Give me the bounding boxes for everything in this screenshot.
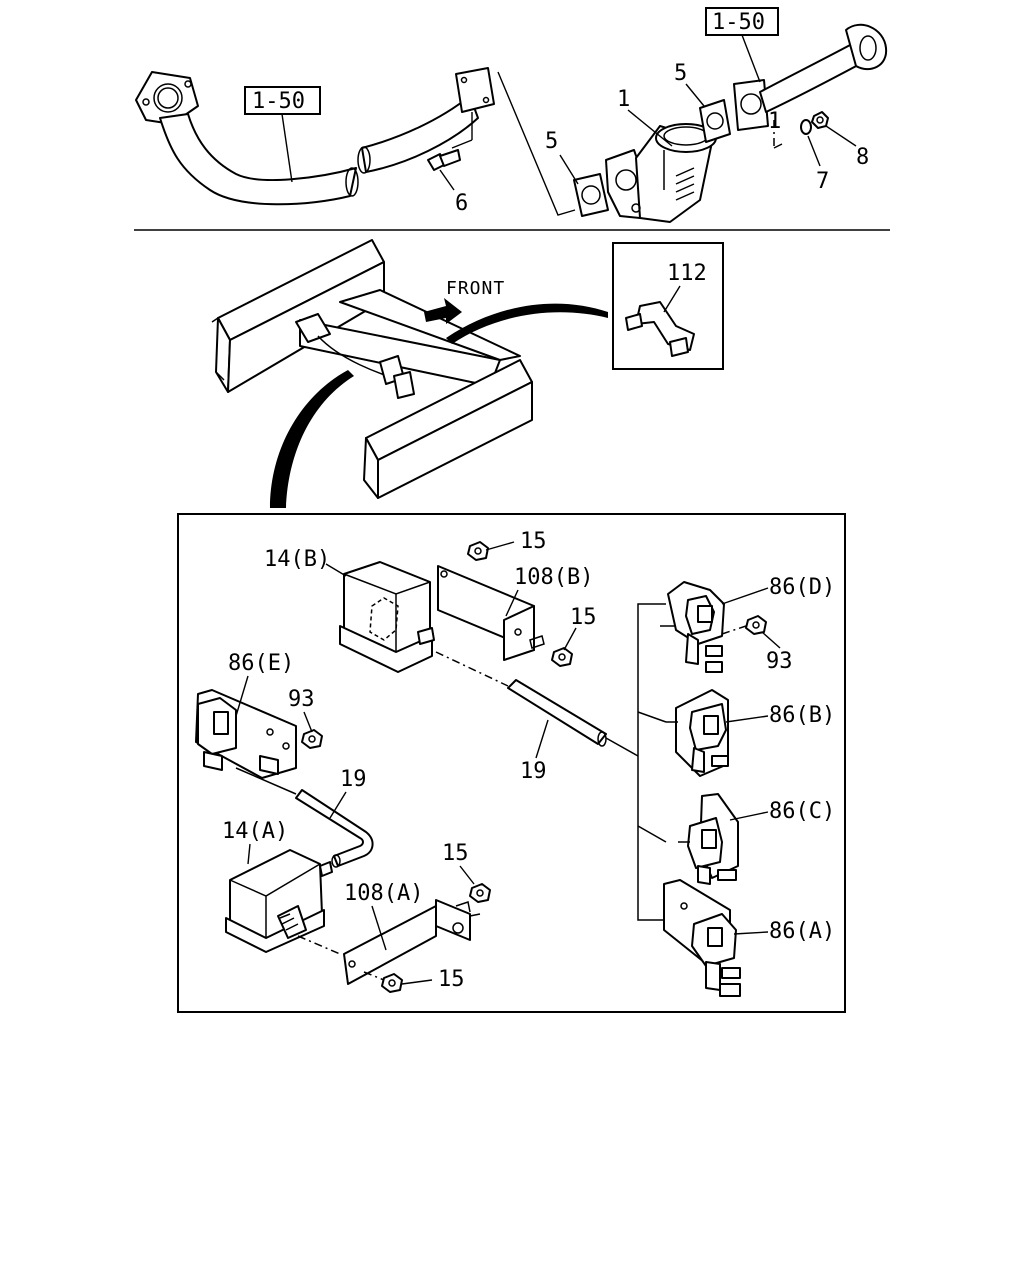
hose-19-left-icon xyxy=(295,789,374,868)
detail-panel xyxy=(177,513,846,1013)
front-label: FRONT xyxy=(446,278,505,299)
callout-6: 6 xyxy=(455,191,468,216)
nut-93-right-icon xyxy=(745,615,767,635)
callout-86a: 86(A) xyxy=(769,919,835,944)
rear-exhaust-pipe xyxy=(733,23,888,131)
hose-19-right-icon xyxy=(507,679,607,747)
callout-19-right: 19 xyxy=(520,759,547,784)
nut-8-icon xyxy=(811,111,829,129)
relay-14b-icon xyxy=(339,561,435,673)
callout-86e: 86(E) xyxy=(228,651,294,676)
nut-15-a1-icon xyxy=(469,883,491,903)
exhaust-brake-valve-1 xyxy=(605,123,717,223)
reference-label-right: 1-50 xyxy=(712,10,765,35)
callout-112: 112 xyxy=(667,261,707,286)
callout-108a: 108(A) xyxy=(344,881,423,906)
gasket-5-left-icon xyxy=(573,173,609,217)
nut-93-left-icon xyxy=(301,729,323,749)
bolt-6-icon xyxy=(427,149,461,171)
callout-8: 8 xyxy=(856,145,869,170)
callout-108b: 108(B) xyxy=(514,565,593,590)
callout-15-b: 15 xyxy=(570,605,597,630)
callout-15-a2: 15 xyxy=(438,967,465,992)
callout-15-a1: 15 xyxy=(442,841,469,866)
callout-19-left: 19 xyxy=(340,767,367,792)
solenoid-valve-86e-icon xyxy=(195,689,297,779)
bracket-108b-icon xyxy=(437,565,535,661)
bracket-112-icon xyxy=(625,301,695,357)
callout-1: 1 xyxy=(617,87,630,112)
callout-1-secondary: 1 xyxy=(768,109,781,134)
bracket-108a-icon xyxy=(343,899,481,985)
curved-arrow-to-detail xyxy=(446,303,608,344)
front-direction-arrow-icon xyxy=(424,298,462,324)
callout-5-right: 5 xyxy=(674,61,687,86)
callout-15-top: 15 xyxy=(520,529,547,554)
nut-15-a2-icon xyxy=(381,973,403,993)
front-exhaust-pipe xyxy=(135,67,495,206)
nut-15-top-icon xyxy=(467,541,489,561)
solenoid-valve-86b-icon xyxy=(666,689,729,777)
callout-93-left: 93 xyxy=(288,687,315,712)
gasket-5-right-icon xyxy=(699,99,731,143)
callout-14b: 14(B) xyxy=(264,547,330,572)
callout-93-right: 93 xyxy=(766,649,793,674)
detail-box-112 xyxy=(612,242,724,370)
callout-7: 7 xyxy=(816,169,829,194)
callout-5-left: 5 xyxy=(545,129,558,154)
solenoid-valve-86c-icon xyxy=(678,793,739,885)
nut-15-b-icon xyxy=(551,647,573,667)
callout-86c: 86(C) xyxy=(769,799,835,824)
chassis-frame xyxy=(211,239,533,499)
callout-86d: 86(D) xyxy=(769,575,835,600)
reference-label-left: 1-50 xyxy=(252,89,305,114)
solenoid-valve-86d-icon xyxy=(660,581,725,673)
solenoid-valve-86a-icon xyxy=(663,879,741,997)
callout-14a: 14(A) xyxy=(222,819,288,844)
relay-14a-icon xyxy=(225,849,333,953)
curved-arrow-down xyxy=(270,370,354,508)
callout-86b: 86(B) xyxy=(769,703,835,728)
valve-group-bracket xyxy=(637,603,666,921)
washer-7-icon xyxy=(800,119,812,135)
